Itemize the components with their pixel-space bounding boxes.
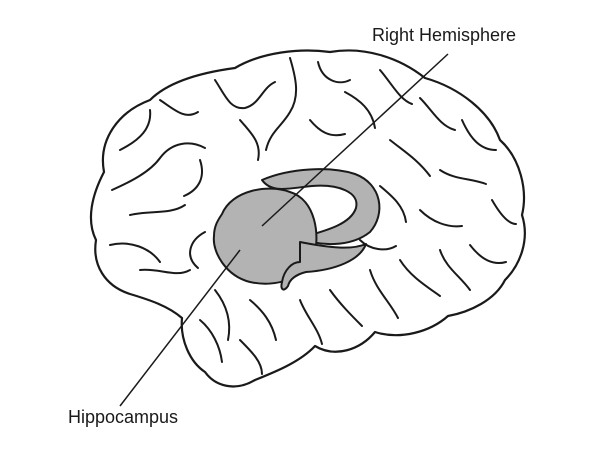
hippocampus-leader xyxy=(119,249,241,407)
fornix-tail xyxy=(280,241,367,291)
right-hemisphere-leader xyxy=(261,53,449,227)
brain-folds xyxy=(109,57,517,375)
hippocampus-label: Hippocampus xyxy=(68,407,179,427)
right-hemisphere-label: Right Hemisphere xyxy=(372,25,517,45)
